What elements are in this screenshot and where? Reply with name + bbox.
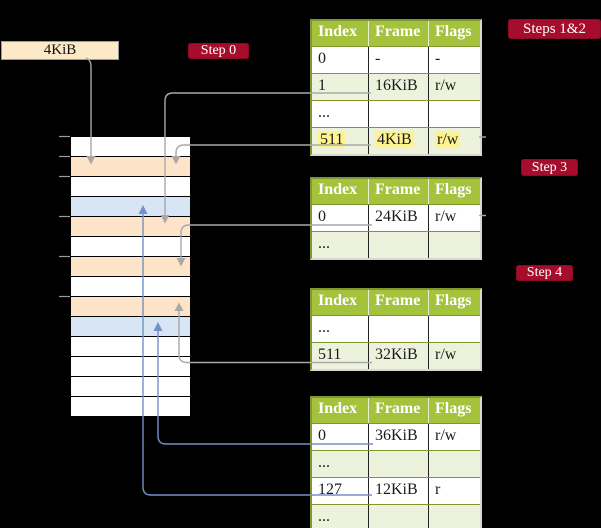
memory-column: [70, 136, 191, 417]
table-row: 0 - -: [312, 46, 480, 73]
memory-row-5: [71, 217, 190, 237]
table-row: ...: [312, 100, 480, 127]
memory-tick-marks: [59, 135, 70, 298]
page-table-3: Index Frame Flags ... 511 32KiB r/w: [310, 288, 482, 371]
col-header-flags: Flags: [428, 290, 480, 315]
highlight: 4KiB: [375, 131, 414, 148]
table-row: ...: [312, 315, 480, 342]
memory-row-4: [71, 197, 190, 217]
col-header-index: Index: [318, 23, 358, 40]
table-row: 1 16KiB r/w: [312, 73, 480, 100]
table-row: ...: [312, 231, 480, 258]
table-row: 0 24KiB r/w: [312, 204, 480, 231]
table-row: ...: [312, 450, 480, 477]
highlight: r/w: [435, 131, 461, 148]
memory-row-3: [71, 177, 190, 197]
col-header-index: Index: [318, 292, 358, 309]
table-row-highlighted: 511 4KiB r/w: [312, 127, 480, 154]
frame-size-label: 4KiB: [1, 41, 119, 60]
col-header-flags: Flags: [428, 21, 480, 46]
memory-row-1: [71, 137, 190, 157]
badge-step-3: Step 3: [521, 159, 578, 176]
col-header-frame: Frame: [368, 21, 428, 46]
table-row: ...: [312, 504, 480, 528]
page-table-4: Index Frame Flags 0 36KiB r/w ... 127 12…: [310, 396, 482, 528]
table-4-header: Index Frame Flags: [312, 398, 480, 423]
table-row: 127 12KiB r: [312, 477, 480, 504]
table-row: 511 32KiB r/w: [312, 342, 480, 369]
badge-step-0: Step 0: [188, 43, 249, 59]
memory-row-13: [71, 377, 190, 397]
memory-row-14: [71, 397, 190, 416]
col-header-frame: Frame: [368, 179, 428, 204]
memory-row-10: [71, 317, 190, 337]
badge-step-4: Step 4: [516, 265, 573, 281]
page-table-2: Index Frame Flags 0 24KiB r/w ...: [310, 177, 482, 260]
memory-row-6: [71, 237, 190, 257]
col-header-frame: Frame: [368, 290, 428, 315]
table-row: 0 36KiB r/w: [312, 423, 480, 450]
table-2-header: Index Frame Flags: [312, 179, 480, 204]
memory-row-11: [71, 337, 190, 357]
col-header-frame: Frame: [368, 398, 428, 423]
table-1-header: Index Frame Flags: [312, 21, 480, 46]
highlight: 511: [318, 131, 346, 148]
memory-row-8: [71, 277, 190, 297]
page-table-1: Index Frame Flags 0 - - 1 16KiB r/w ... …: [310, 19, 482, 156]
col-header-index: Index: [318, 400, 358, 417]
memory-row-7: [71, 257, 190, 277]
memory-row-2: [71, 157, 190, 177]
memory-row-9: [71, 297, 190, 317]
badge-steps-1-2: Steps 1&2: [508, 19, 601, 39]
col-header-flags: Flags: [428, 179, 480, 204]
col-header-index: Index: [318, 181, 358, 198]
memory-row-12: [71, 357, 190, 377]
table-3-header: Index Frame Flags: [312, 290, 480, 315]
col-header-flags: Flags: [428, 398, 480, 423]
